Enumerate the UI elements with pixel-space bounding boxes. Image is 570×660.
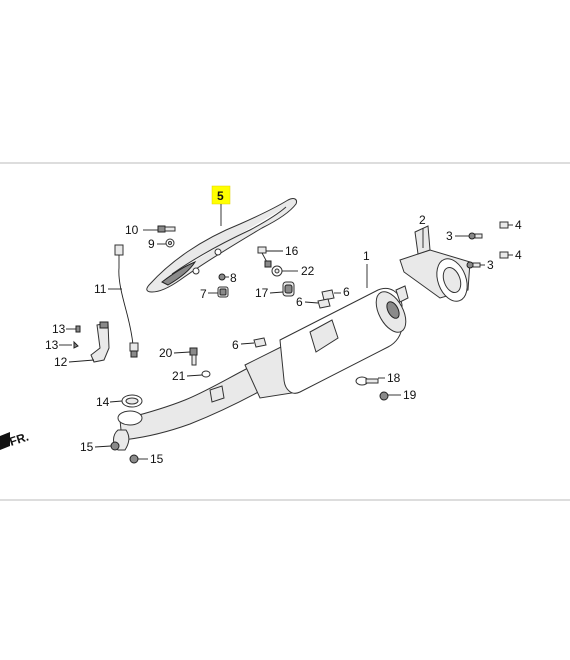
oxygen-sensor-part-11[interactable] xyxy=(114,244,139,358)
callout-17[interactable]: 17 xyxy=(255,286,269,300)
direction-marker-label: FR. xyxy=(8,430,31,449)
screw-part-4b[interactable] xyxy=(499,251,509,259)
clip-part-6c[interactable] xyxy=(253,337,267,348)
callout-4a[interactable]: 4 xyxy=(515,218,522,232)
callout-18[interactable]: 18 xyxy=(387,371,401,385)
bolt-part-20[interactable] xyxy=(189,347,198,366)
callout-20[interactable]: 20 xyxy=(159,346,173,360)
leader-12 xyxy=(68,359,95,363)
grommet-part-7[interactable] xyxy=(217,286,229,298)
callout-11[interactable]: 11 xyxy=(94,282,107,296)
gasket-part-14[interactable] xyxy=(121,394,143,408)
callout-15a[interactable]: 15 xyxy=(80,440,94,454)
screw-part-3b[interactable] xyxy=(466,261,481,269)
leader-15a xyxy=(94,445,112,448)
screw-part-3a[interactable] xyxy=(468,232,483,240)
washer-part-21[interactable] xyxy=(201,370,211,378)
callout-4b[interactable]: 4 xyxy=(515,248,522,262)
callout-10[interactable]: 10 xyxy=(125,223,139,237)
washer-part-9[interactable] xyxy=(165,238,175,248)
callout-14[interactable]: 14 xyxy=(96,395,110,409)
heat-shield-part-5[interactable] xyxy=(146,198,297,293)
leader-20 xyxy=(173,351,191,354)
nut-part-19[interactable] xyxy=(379,391,389,401)
callout-6a[interactable]: 6 xyxy=(343,285,350,299)
leader-17 xyxy=(269,291,284,294)
callout-13b[interactable]: 13 xyxy=(45,338,59,352)
callout-16[interactable]: 16 xyxy=(285,244,299,258)
nut-part-15b[interactable] xyxy=(129,454,139,464)
nut-part-22[interactable] xyxy=(271,265,283,277)
callout-1[interactable]: 1 xyxy=(363,249,370,263)
bolt-part-10[interactable] xyxy=(157,225,176,233)
end-cap-part-2[interactable] xyxy=(399,225,473,305)
leader-6b xyxy=(304,301,319,304)
callout-8[interactable]: 8 xyxy=(230,271,237,285)
direction-arrow-icon xyxy=(0,432,10,450)
callout-3a[interactable]: 3 xyxy=(446,229,453,243)
collar-part-8[interactable] xyxy=(218,273,226,281)
callout-3b[interactable]: 3 xyxy=(487,258,494,272)
clip-part-13a[interactable] xyxy=(75,325,81,333)
callout-6b[interactable]: 6 xyxy=(296,295,303,309)
callout-21[interactable]: 21 xyxy=(172,369,186,383)
callout-19[interactable]: 19 xyxy=(403,388,417,402)
callout-7[interactable]: 7 xyxy=(200,287,207,301)
nut-part-15a[interactable] xyxy=(110,441,120,451)
callout-13a[interactable]: 13 xyxy=(52,322,66,336)
muffler-part-1[interactable] xyxy=(113,285,412,451)
callout-22[interactable]: 22 xyxy=(301,264,315,278)
leader-21 xyxy=(186,374,203,377)
stud-part-16[interactable] xyxy=(257,246,272,268)
callout-6c[interactable]: 6 xyxy=(232,338,239,352)
grommet-part-17[interactable] xyxy=(282,281,295,297)
leader-14 xyxy=(109,400,123,403)
callout-15b[interactable]: 15 xyxy=(150,452,164,466)
clip-part-6a[interactable] xyxy=(321,289,335,301)
screw-part-4a[interactable] xyxy=(499,221,509,229)
clip-part-13b[interactable] xyxy=(73,340,79,349)
callout-12[interactable]: 12 xyxy=(54,355,68,369)
bolt-part-18[interactable] xyxy=(355,376,379,386)
leader-6c xyxy=(240,342,255,345)
callout-5[interactable]: 5 xyxy=(217,189,224,203)
clip-part-6b[interactable] xyxy=(317,298,331,309)
callout-2[interactable]: 2 xyxy=(419,213,426,227)
callout-9[interactable]: 9 xyxy=(148,237,155,251)
bracket-part-12[interactable] xyxy=(90,321,110,363)
